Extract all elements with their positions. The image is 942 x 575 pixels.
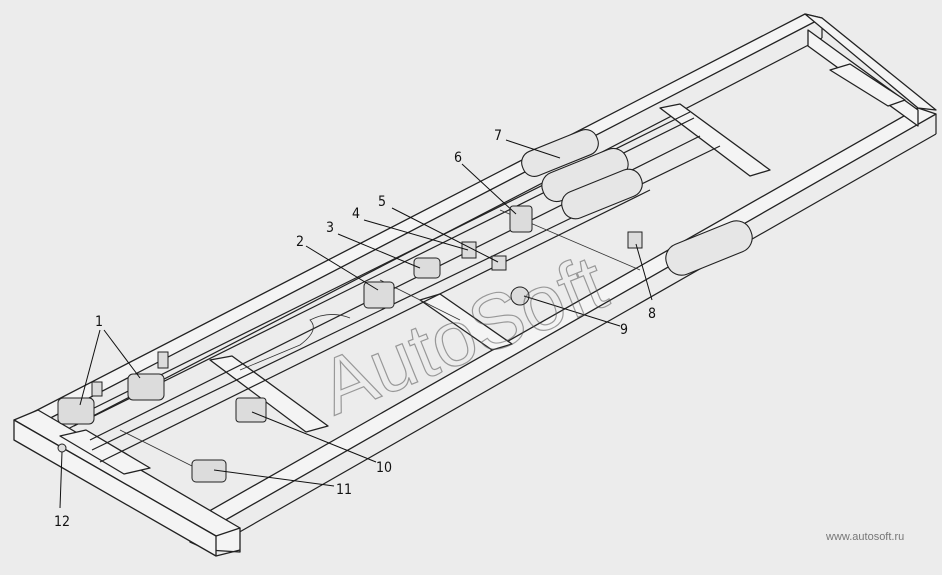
callout-11: 11 <box>336 482 352 498</box>
callout-10: 10 <box>376 460 392 476</box>
callout-6: 6 <box>454 150 462 166</box>
bracket-8 <box>627 231 643 249</box>
callout-8: 8 <box>648 306 656 322</box>
air-tank-rear-3 <box>561 168 643 220</box>
autosoft-watermark: AutoSoft <box>308 238 619 432</box>
callout-9: 9 <box>620 322 628 338</box>
watermark-site: www.autosoft.ru <box>825 531 904 543</box>
callout-3: 3 <box>326 220 334 236</box>
pressure-regulator <box>413 257 441 279</box>
callout-12: 12 <box>54 514 70 530</box>
moisture-separator <box>363 281 395 309</box>
valve-9 <box>510 286 530 306</box>
callout-4: 4 <box>352 206 360 222</box>
callout-7: 7 <box>494 128 502 144</box>
brake-chamber-left-1 <box>57 381 103 425</box>
protection-valve <box>509 205 533 233</box>
leader-lines <box>59 139 653 509</box>
air-tank-rear-1 <box>521 129 599 177</box>
callout-2: 2 <box>296 234 304 250</box>
air-tank-right <box>665 220 753 276</box>
callout-5: 5 <box>378 194 386 210</box>
relay-valve-11 <box>191 459 227 483</box>
callout-labels: 1 2 3 4 5 6 7 8 9 10 11 12 <box>54 128 656 530</box>
brake-valve-10 <box>235 397 267 423</box>
connector-12 <box>57 443 67 453</box>
callout-1: 1 <box>95 314 103 330</box>
valve-5 <box>491 255 507 271</box>
cross-members <box>13 13 937 557</box>
brake-chamber-left-2 <box>127 351 169 401</box>
